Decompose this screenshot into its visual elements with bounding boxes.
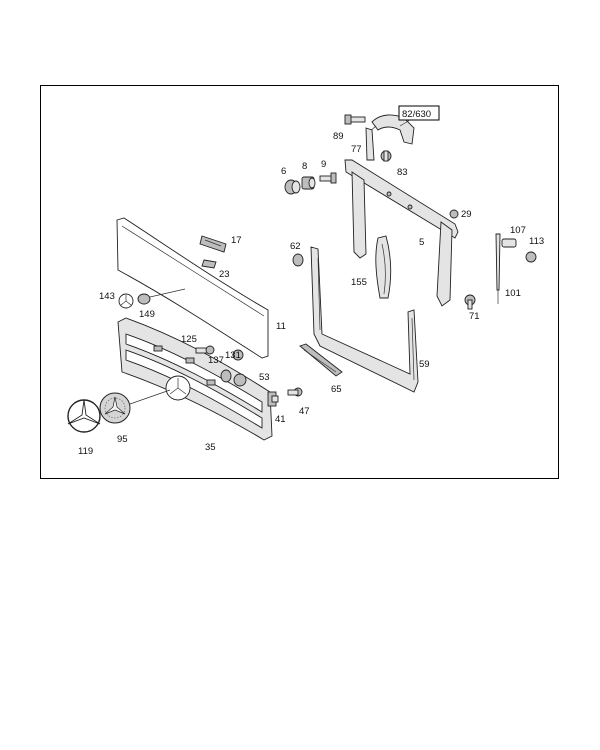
radiator-grille-part	[117, 317, 273, 441]
label-9: 9	[321, 159, 326, 170]
label-62: 62	[290, 241, 301, 252]
label-35: 35	[205, 442, 216, 453]
label-89: 89	[333, 131, 344, 142]
label-143: 143	[99, 291, 115, 302]
nut-part	[301, 176, 316, 190]
label-113: 113	[529, 236, 544, 247]
bolt-part	[319, 172, 337, 184]
screw-part	[464, 294, 476, 310]
label-5: 5	[419, 237, 424, 248]
label-83: 83	[397, 167, 408, 178]
clip-part	[267, 391, 279, 407]
label-box-82-630[interactable]: 82/630	[398, 105, 440, 121]
lower-frame-part	[310, 246, 419, 393]
front-panel-part	[116, 217, 269, 359]
screw-part	[380, 150, 392, 162]
strap-part	[375, 235, 392, 299]
label-6: 6	[281, 166, 286, 177]
label-41: 41	[275, 414, 286, 425]
gas-strut-part	[495, 233, 501, 304]
grommet-part	[292, 253, 304, 267]
clip-part	[201, 259, 217, 269]
label-47: 47	[299, 406, 310, 417]
label-137: 137	[208, 355, 224, 366]
nut-part	[233, 373, 247, 387]
bolt-part	[195, 345, 215, 355]
clip-part	[449, 209, 459, 219]
label-125: 125	[181, 334, 197, 345]
label-101: 101	[505, 288, 521, 299]
bolt-part	[344, 114, 366, 125]
emblem-mount-part	[99, 392, 131, 424]
label-71: 71	[469, 311, 480, 322]
washer-part	[232, 349, 244, 361]
upper-crossmember-part	[344, 159, 459, 307]
pin-part	[501, 238, 517, 248]
grommet-part	[220, 369, 232, 383]
label-155: 155	[351, 277, 367, 288]
label-119: 119	[78, 446, 93, 457]
seal-strip-part	[299, 343, 343, 377]
label-53: 53	[259, 372, 270, 383]
retainer-part	[137, 293, 151, 305]
small-star-emblem-part	[118, 293, 134, 309]
label-95: 95	[117, 434, 128, 445]
label-8: 8	[302, 161, 307, 172]
star-emblem-part	[67, 399, 101, 433]
label-29: 29	[461, 209, 472, 220]
label-59: 59	[419, 359, 430, 370]
label-17: 17	[231, 235, 242, 246]
label-149: 149	[139, 309, 155, 320]
label-11: 11	[276, 321, 286, 332]
label-107: 107	[510, 225, 526, 236]
label-131: 131	[225, 350, 241, 361]
label-65: 65	[331, 384, 342, 395]
screw-part	[287, 387, 303, 397]
cap-part	[284, 179, 301, 195]
label-23: 23	[219, 269, 230, 280]
bracket-part	[365, 127, 375, 161]
badge-plate-part	[199, 235, 227, 253]
nut-part	[525, 251, 537, 263]
label-82-630: 82/630	[402, 109, 431, 120]
label-77: 77	[351, 144, 362, 155]
